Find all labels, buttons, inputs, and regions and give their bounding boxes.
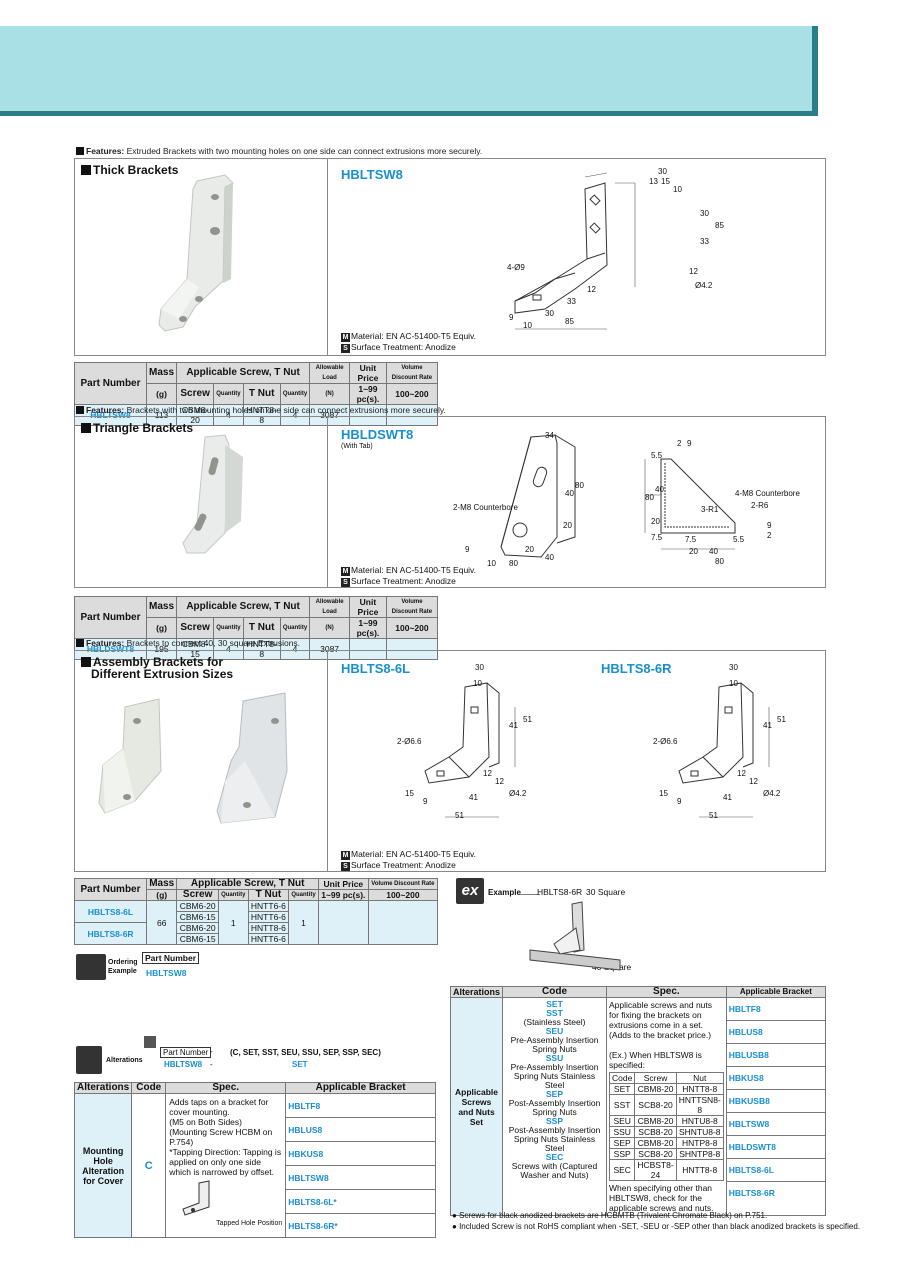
features-line: Features: Brackets with two mounting hol…	[76, 405, 446, 415]
note-rohs: ● Included Screw is not RoHS compliant w…	[452, 1222, 860, 1231]
assembly-6l-drawing	[424, 682, 516, 818]
section-title: Triangle Brackets	[81, 422, 193, 434]
thick-bracket-photo	[158, 174, 234, 332]
part-number-title-left: HBLTS8-6L	[341, 661, 411, 676]
tapped-hole-illustration	[182, 1180, 210, 1216]
thick-bracket-drawing	[514, 172, 636, 330]
section-title: Thick Brackets	[81, 164, 178, 176]
triangle-bracket-orthographic-drawing	[644, 458, 736, 550]
assembly-brackets-panel: Assembly Brackets for Different Extrusio…	[74, 650, 826, 872]
part-number-title: HBLDSWT8	[341, 427, 414, 442]
header-banner	[0, 26, 818, 116]
ordering-icon	[76, 954, 106, 980]
product-photo-area: Assembly Brackets for Different Extrusio…	[75, 651, 328, 871]
features-line: Features: Extruded Brackets with two mou…	[76, 146, 482, 156]
alterations-icon	[76, 1046, 102, 1074]
part-number-title: HBLTSW8	[341, 167, 403, 182]
note-black-screws: ● Screws for black anodized brackets are…	[452, 1211, 768, 1220]
example-badge: ex	[456, 878, 484, 904]
thick-brackets-panel: Thick Brackets HBLTSW8 30 13 15 10 85 30…	[74, 158, 826, 356]
product-photo-area: Thick Brackets	[75, 159, 328, 355]
triangle-brackets-panel: Triangle Brackets HBLDSWT8 (With Tab) 34…	[74, 416, 826, 588]
product-photo-area: Triangle Brackets	[75, 417, 328, 587]
triangle-bracket-iso-drawing	[500, 434, 576, 558]
example-assembly-illustration	[520, 894, 621, 971]
triangle-bracket-photo	[182, 434, 243, 554]
assembly-6r-drawing	[678, 682, 770, 818]
features-line: Features: Brackets to connect 40, 30 squ…	[76, 638, 300, 648]
part-number-title-right: HBLTS8-6R	[601, 661, 672, 676]
ordering-part-number: HBLTSW8	[146, 968, 187, 978]
assembly-bracket-photos	[98, 692, 288, 824]
section-title: Assembly Brackets for Different Extrusio…	[81, 656, 233, 680]
ordering-mini-icon	[144, 1036, 156, 1048]
